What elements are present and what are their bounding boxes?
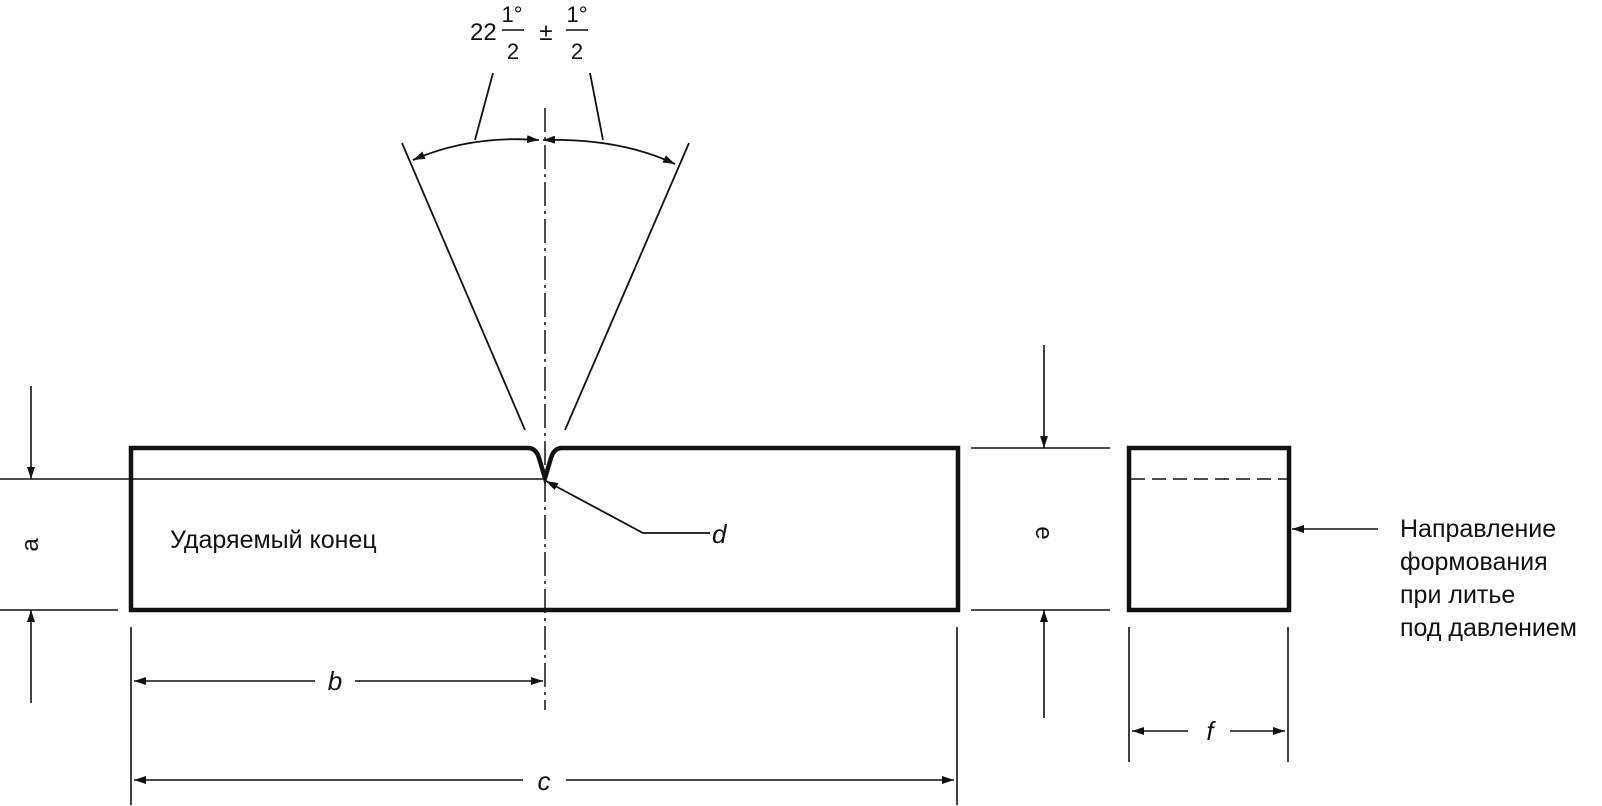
dimension-d-label: d: [712, 519, 728, 549]
impact-end-label: Ударяемый конец: [170, 526, 377, 554]
dimension-b-label: b: [328, 666, 342, 696]
dimension-a-label: a: [17, 538, 44, 552]
specimen-side-view: [1126, 445, 1292, 613]
direction-line-3: при литье: [1400, 581, 1515, 609]
angle-tolerance-numerator: 1°: [566, 2, 587, 27]
angle-plus-minus: ±: [539, 19, 552, 46]
angle-fraction-denominator: 2: [507, 39, 519, 64]
cutter-line-left: [401, 142, 526, 431]
angle-leader-right: [589, 72, 604, 141]
angle-tolerance-denominator: 2: [571, 39, 583, 64]
notch-leader-d: [545, 480, 710, 534]
direction-line-1: Направление: [1400, 515, 1556, 543]
angle-arc-right: [542, 135, 676, 165]
direction-line-2: формования: [1400, 548, 1548, 576]
angle-arc-left: [412, 135, 540, 161]
angle-leader-left: [474, 72, 494, 141]
dimension-c-label: c: [538, 766, 551, 796]
angle-fraction-numerator: 1°: [501, 2, 522, 27]
cutter-line-right: [564, 142, 690, 431]
molding-direction-label: Направление формования при литье под дав…: [1400, 515, 1577, 642]
specimen-front-view: [128, 445, 961, 613]
dimension-f-label: f: [1206, 716, 1216, 746]
direction-line-4: под давлением: [1400, 614, 1577, 642]
angle-whole: 22: [470, 19, 497, 46]
angle-label: 22 1° 2 ± 1° 2: [470, 2, 588, 64]
dimension-e-label: e: [1030, 526, 1057, 539]
